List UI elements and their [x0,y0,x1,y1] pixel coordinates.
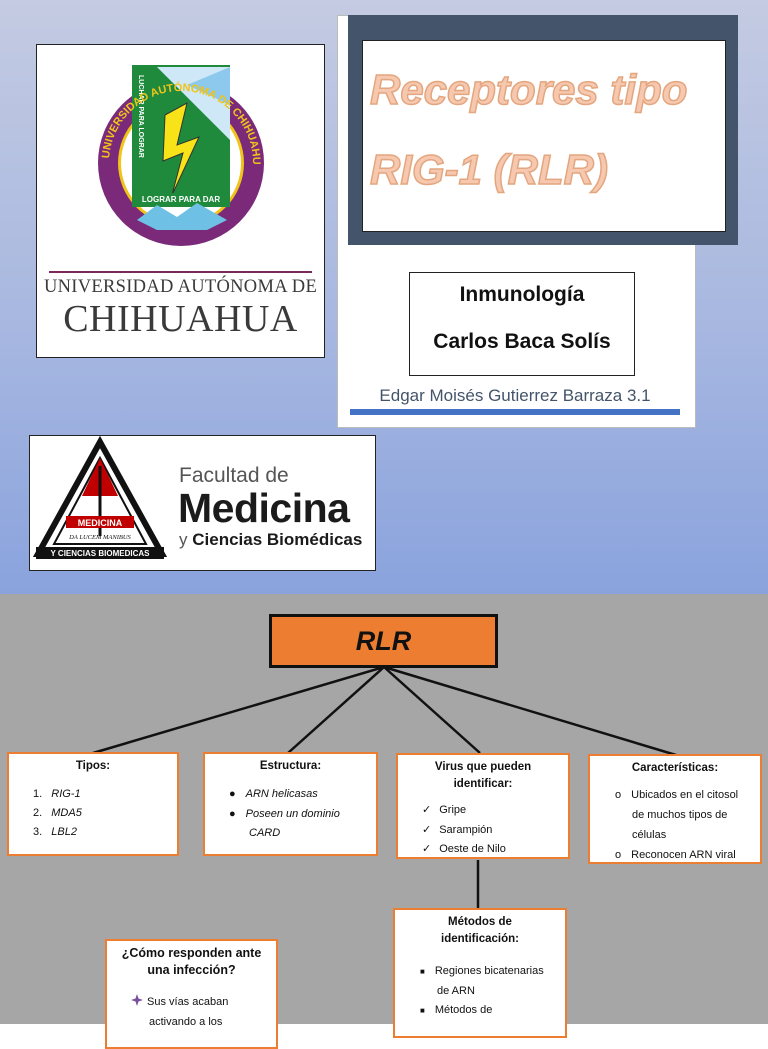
student-name: Edgar Moisés Gutierrez Barraza 3.1 [379,386,651,405]
node-caracteristicas-title: Características: [631,762,719,774]
caract-bullet: o [615,789,622,801]
medicina-emblem-icon: MEDICINA DA LUCEM MANIBUS Y CIENCIAS BIO… [32,436,168,559]
uach-motto-bottom: LOGRAR PARA DAR [142,195,220,204]
emblem-base-text: Y CIENCIAS BIOMEDICAS [51,549,151,558]
caract-item: Reconocen ARN viral [631,849,736,861]
title-line1: Receptores tipo [369,65,688,114]
caract-bullet: o [615,849,622,861]
estructura-item-cont: CARD [249,827,281,839]
virus-item: Gripe [439,804,467,816]
uach-motto-side: LUCHAR PARA LOGRAR [137,75,144,158]
node-virus: Virus que pueden identificar: ✓ Gripe ✓ Sa… [396,753,570,859]
respuesta-item: Sus vías acaban [147,996,229,1008]
uach-seal-icon: LOGRAR PARA DAR LUCHAR PARA LOGRAR UNIVE… [37,45,264,246]
node-respuesta: ¿Cómo responden ante una infección? Sus … [105,939,278,1049]
emblem-band-text: MEDICINA [78,518,123,528]
faculty-line3-rest: Ciencias Biomédicas [192,530,363,549]
node-tipos-title: Tipos: [75,760,111,772]
student-underline [350,409,680,415]
faculty-line2: Medicina [178,485,350,531]
tipos-marker: 3. [33,826,43,838]
course-box: Inmunología Carlos Baca Solís [409,272,635,376]
course-subject: Inmunología [459,283,585,306]
metodos-item-cont: de ARN [437,985,475,997]
node-caracteristicas: Características: o Ubicados en el citosol… [588,754,762,864]
square-bullet-icon: ■ [420,1006,425,1015]
node-respuesta-title-l1: ¿Cómo responden ante [121,946,262,960]
emblem-motto-text: DA LUCEM MANIBUS [68,534,131,541]
four-point-star-icon [131,994,143,1006]
uach-name-line2: CHIHUAHUA [63,298,298,340]
tipos-item: LBL2 [51,826,77,838]
node-metodos: Métodos de identificación: ■ Regiones bic… [393,908,567,1038]
faculty-line1: Facultad de [179,464,289,487]
caract-item-cont: de muchos tipos de [632,809,728,821]
tipos-item: RIG-1 [51,788,81,800]
virus-item: Sarampión [439,824,493,836]
faculty-line3-prefix: y [179,530,188,549]
virus-item: Oeste de Nilo [439,843,506,855]
node-respuesta-title-l2: una infección? [147,963,236,977]
node-estructura: Estructura: ● ARN helicasas ● Poseen un do… [203,752,378,856]
node-virus-title-l1: Virus que pueden [434,761,532,773]
title-line2: RIG-1 (RLR) [369,145,608,194]
faculty-logo: MEDICINA DA LUCEM MANIBUS Y CIENCIAS BIO… [29,435,376,571]
caract-item: Ubicados en el citosol [631,789,739,801]
square-bullet-icon: ■ [420,967,425,976]
uach-name-line1: UNIVERSIDAD AUTÓNOMA DE [43,277,318,297]
estructura-item: ARN helicasas [245,788,318,800]
estructura-item: Poseen un dominio [245,808,340,820]
course-teacher: Carlos Baca Solís [433,330,611,353]
node-metodos-title-l1: Métodos de [448,916,512,928]
tipos-marker: 2. [33,807,43,819]
tipos-marker: 1. [33,788,43,800]
node-tipos: Tipos: 1. RIG-1 2. MDA5 3. LBL2 [7,752,179,856]
check-icon: ✓ [422,804,432,816]
respuesta-item-cont: activando a los [149,1016,223,1028]
root-node-rlr: RLR [269,614,498,668]
concept-map-connectors [92,665,677,910]
estructura-bullet: ● [229,808,236,820]
estructura-bullet: ● [229,788,236,800]
page-title: Receptores tipo RIG-1 (RLR) [369,50,725,210]
node-estructura-title: Estructura: [259,760,322,772]
metodos-item: Métodos de [434,1004,493,1016]
faculty-line3: y Ciencias Biomédicas [179,530,362,550]
check-icon: ✓ [422,843,432,855]
tipos-item: MDA5 [51,807,82,819]
node-virus-title-l2: identificar: [453,778,513,790]
check-icon: ✓ [422,824,432,836]
title-box [362,40,726,232]
metodos-item: Regiones bicatenarias [434,965,544,977]
node-metodos-title-l2: identificación: [441,933,519,945]
caract-item-cont: células [632,829,667,841]
uach-divider [49,271,312,273]
uach-logo: LOGRAR PARA DAR LUCHAR PARA LOGRAR UNIVE… [36,44,325,358]
